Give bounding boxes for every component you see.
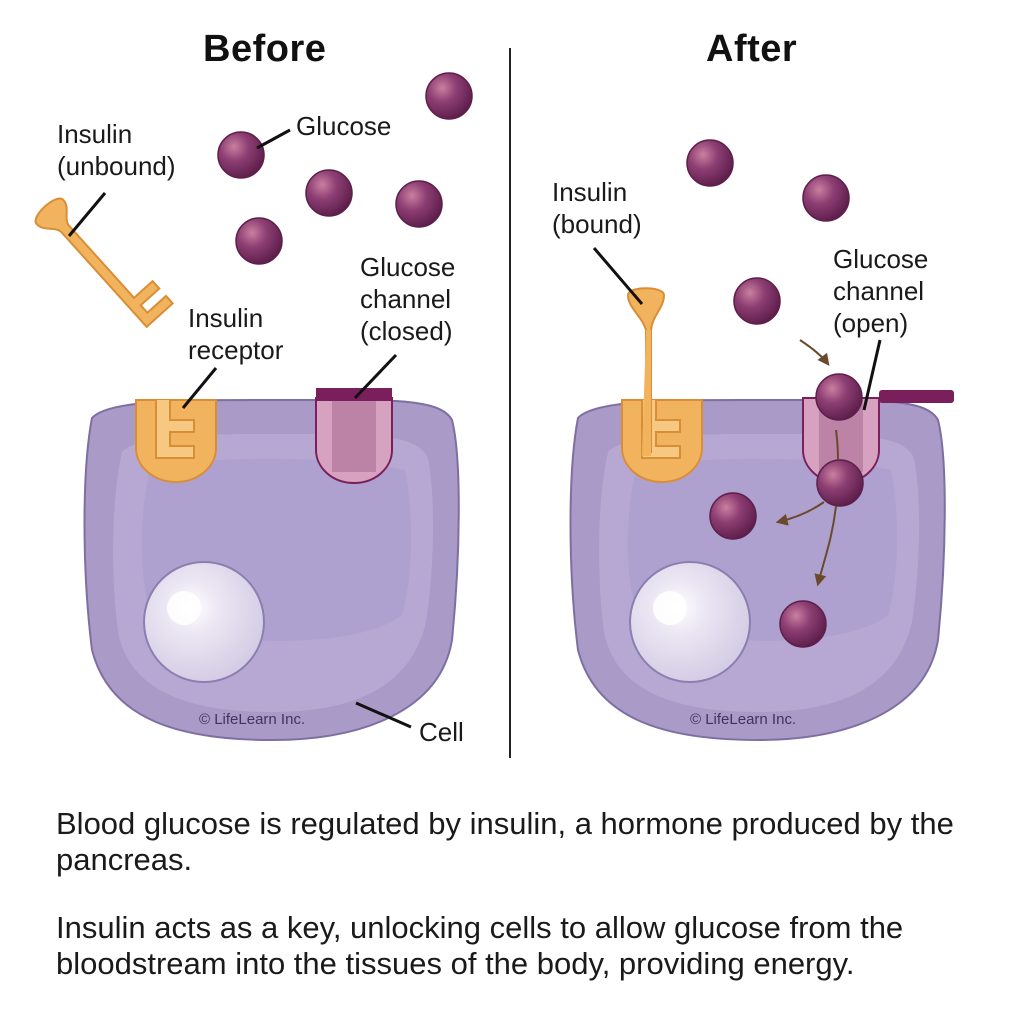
insulin-key-icon [34, 197, 175, 329]
insulin-bound-key-icon [626, 287, 666, 456]
copyright-before: © LifeLearn Inc. [199, 711, 306, 728]
copyright-after: © LifeLearn Inc. [690, 711, 797, 728]
after-nucleus [629, 561, 751, 683]
before-insulin-receptor [135, 399, 217, 483]
label-channel-closed: Glucose channel (closed) [360, 252, 456, 346]
caption-line-1: Blood glucose is regulated by insulin, a… [56, 806, 954, 877]
label-channel-open: Glucose channel (open) [833, 244, 929, 338]
label-insulin-unbound: Insulin (unbound) [57, 119, 176, 181]
label-cell: Cell [419, 717, 464, 747]
after-insulin-receptor [621, 399, 703, 483]
glucose-flow-arrows [775, 339, 839, 587]
before-glucose-channel-closed [315, 388, 393, 484]
caption-line-2: Insulin acts as a key, unlocking cells t… [56, 910, 904, 981]
glucose-molecule-icon [217, 72, 473, 265]
after-heading: After [706, 28, 798, 70]
before-heading: Before [203, 28, 327, 70]
label-glucose: Glucose [296, 111, 392, 141]
before-leader-lines [67, 128, 412, 729]
after-leader-lines [592, 247, 882, 411]
after-glucose-molecules [686, 139, 864, 648]
label-insulin-receptor: Insulin receptor [188, 303, 284, 365]
label-insulin-bound: Insulin (bound) [552, 177, 642, 239]
before-nucleus [143, 561, 265, 683]
